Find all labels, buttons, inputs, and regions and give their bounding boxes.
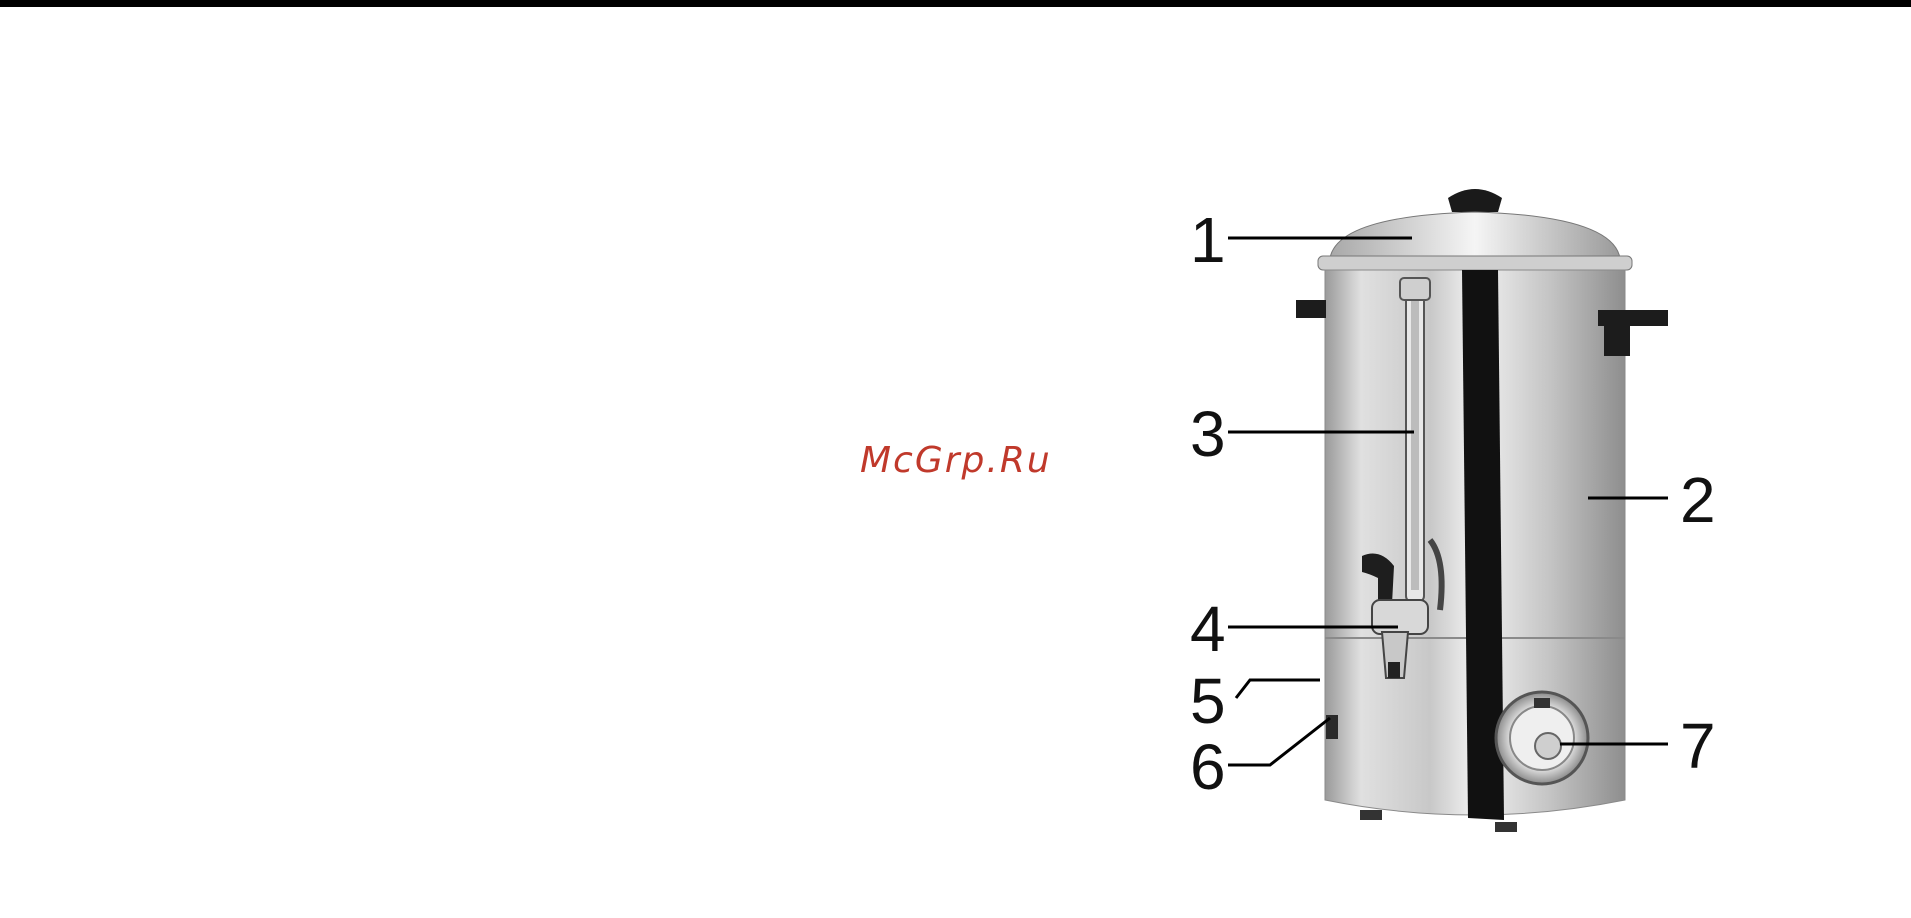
- callout-6: 6: [1190, 735, 1226, 799]
- callout-7: 7: [1680, 714, 1716, 778]
- gauge-top-cap: [1400, 278, 1430, 300]
- handle-right: [1598, 310, 1668, 356]
- callout-5: 5: [1190, 669, 1226, 733]
- indicator-light: [1534, 698, 1550, 708]
- leader-line-6: [1228, 718, 1330, 765]
- callout-4: 4: [1190, 597, 1226, 661]
- lid-knob: [1448, 189, 1502, 212]
- foot-left: [1360, 810, 1382, 820]
- foot-right: [1495, 822, 1517, 832]
- leader-line-5: [1236, 680, 1320, 698]
- tap-body: [1372, 600, 1428, 634]
- lid: [1330, 212, 1620, 258]
- handle-left: [1296, 300, 1326, 318]
- callout-2: 2: [1680, 468, 1716, 532]
- callout-3: 3: [1190, 402, 1226, 466]
- lid-rim: [1318, 256, 1632, 270]
- callout-1: 1: [1190, 208, 1226, 272]
